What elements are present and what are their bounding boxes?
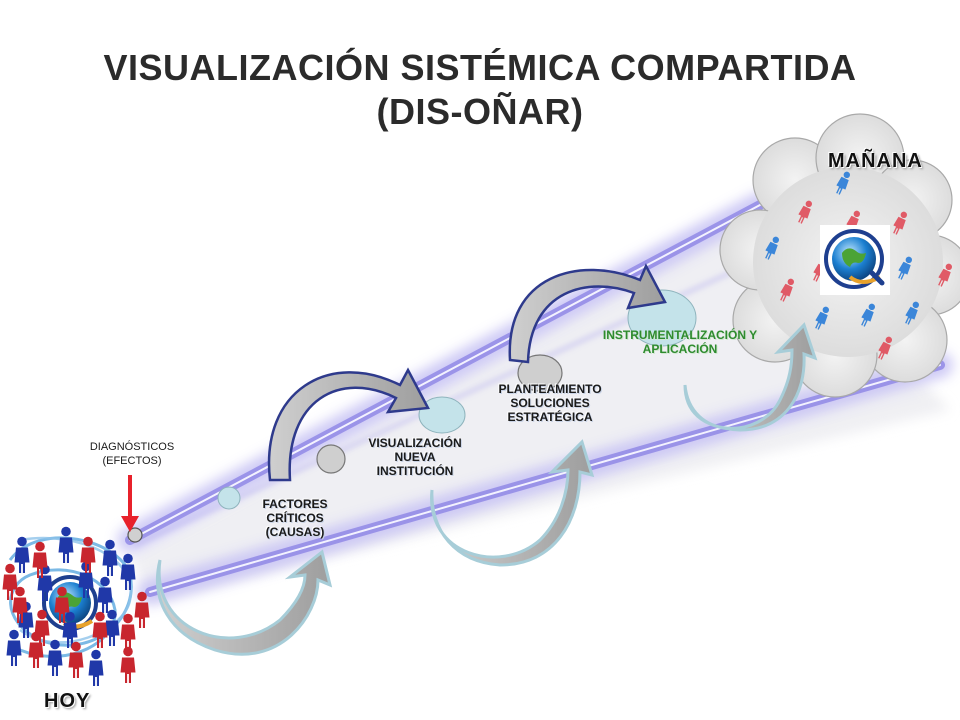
diagnosticos-label: DIAGNÓSTICOS (EFECTOS): [72, 440, 192, 468]
curved-arrow-icon: [430, 439, 595, 567]
visualizacion-line2: NUEVA: [394, 450, 436, 464]
planteamiento-line3: ESTRATÉGICA: [507, 410, 593, 424]
diagnosticos-line1: DIAGNÓSTICOS: [89, 441, 175, 453]
manana-label: MAÑANA: [828, 150, 923, 172]
visualizacion-line3: INSTITUCIÓN: [376, 464, 454, 478]
factores-marker-gray: [316, 444, 346, 474]
curved-arrow-icon: [683, 322, 818, 432]
instrumentalizacion-line2: APLICACIÓN: [642, 342, 718, 356]
factores-line3: (CAUSAS): [265, 525, 325, 539]
planteamiento-line1: PLANTEAMIENTO: [498, 382, 602, 396]
factores-line2: CRÍTICOS: [266, 511, 324, 525]
planteamiento-marker: [517, 354, 563, 392]
hoy-group: [2, 526, 150, 686]
instrumentalizacion-label: INSTRUMENTALIZACIÓN Y APLICACIÓN: [575, 328, 785, 356]
factores-line1: FACTORES: [262, 497, 328, 511]
visualizacion-label: VISUALIZACIÓN NUEVA INSTITUCIÓN: [355, 436, 475, 478]
diagnosticos-marker: [127, 527, 143, 543]
curved-arrow-icon: [508, 263, 667, 364]
curved-arrow-icon: [155, 549, 333, 656]
planteamiento-label: PLANTEAMIENTO SOLUCIONES ESTRATÉGICA: [485, 382, 615, 424]
curved-arrow-icon: [267, 367, 430, 482]
diagnosticos-line2: (EFECTOS): [102, 455, 162, 467]
page-title: VISUALIZACIÓN SISTÉMICA COMPARTIDA: [103, 47, 857, 88]
factores-label: FACTORES CRÍTICOS (CAUSAS): [245, 497, 345, 539]
globe-logo-icon: [820, 225, 890, 295]
planteamiento-line2: SOLUCIONES: [510, 396, 590, 410]
upper-beam: [117, 192, 773, 553]
visualizacion-marker: [418, 396, 466, 434]
page-subtitle: (DIS-OÑAR): [376, 91, 584, 132]
lower-beam: [137, 352, 953, 605]
hoy-label: HOY: [44, 690, 91, 712]
red-pointer-arrow-icon: [121, 475, 139, 532]
factores-marker: [217, 486, 241, 510]
instrumentalizacion-line1: INSTRUMENTALIZACIÓN Y: [602, 328, 758, 342]
visualizacion-line1: VISUALIZACIÓN: [368, 436, 462, 450]
